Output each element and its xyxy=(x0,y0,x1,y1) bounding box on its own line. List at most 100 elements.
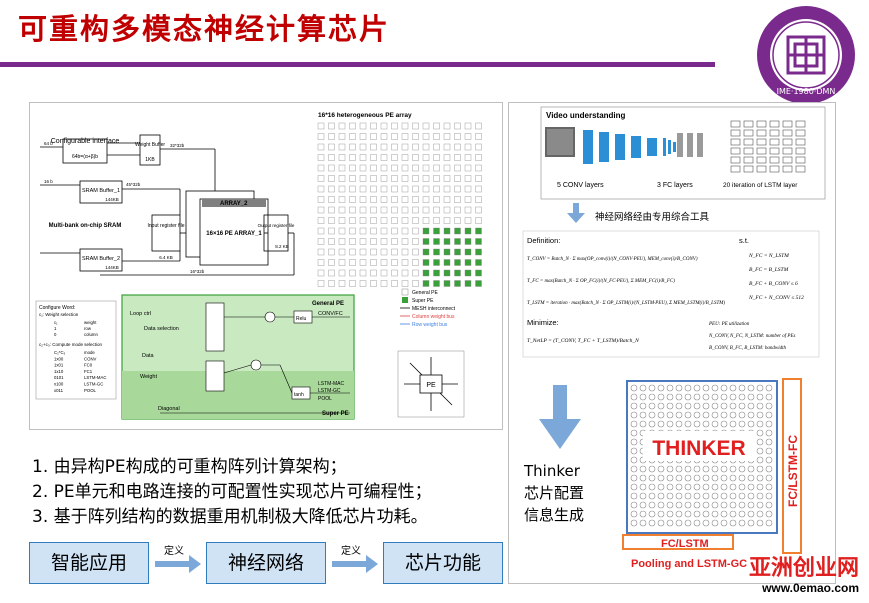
config-cell: LSTM-GC xyxy=(84,382,103,387)
thinker-pe xyxy=(729,501,737,509)
thinker-pe xyxy=(747,492,755,500)
general-pe-cell xyxy=(317,164,325,172)
thinker-pe xyxy=(684,420,692,428)
lstm-layer-graphic xyxy=(730,120,806,173)
general-pe-cell xyxy=(412,175,419,182)
config-cell: 1x10 xyxy=(54,369,64,374)
lstm-cell xyxy=(795,156,806,164)
lstm-cell xyxy=(743,138,754,146)
flow-box-chip-function: 芯片功能 xyxy=(383,542,503,584)
general-pe-cell xyxy=(349,248,356,256)
general-pe-cell xyxy=(370,217,377,224)
thinker-pe xyxy=(702,384,710,392)
super-pe-cell xyxy=(454,259,461,266)
general-pe-cell xyxy=(317,269,325,277)
super-pe-cell xyxy=(433,280,440,287)
general-pe-cell xyxy=(359,164,367,172)
eq-conv: T_CONV = Batch_N · Σ max(OP_conv(i)/(N_C… xyxy=(527,257,698,262)
lstm-cell xyxy=(795,165,806,173)
thinker-pe xyxy=(729,474,737,482)
general-pe-cell xyxy=(475,196,482,203)
thinker-pe xyxy=(630,501,638,509)
general-pe-cell xyxy=(380,248,388,256)
general-pe-cell xyxy=(328,206,335,214)
thinker-pe xyxy=(765,465,773,473)
general-pe-cell xyxy=(380,196,388,203)
general-pe-cell xyxy=(391,143,398,151)
general-pe-cell xyxy=(328,280,335,287)
general-pe-cell xyxy=(359,133,367,140)
thinker-pe xyxy=(648,492,656,500)
config-cell: 1 xyxy=(54,326,57,331)
multibank-label: Multi-bank on-chip SRAM xyxy=(49,223,122,229)
thinker-pe xyxy=(648,402,656,410)
general-pe-cell xyxy=(328,122,335,130)
thinker-pe xyxy=(684,483,692,491)
thinker-pe xyxy=(729,384,737,392)
pe-tanh: tanh xyxy=(294,392,304,398)
config-interface-sub: 64b=(α+β)b xyxy=(72,154,98,160)
thinker-pe xyxy=(648,519,656,527)
config-cell: weight xyxy=(84,320,97,325)
thinker-pe xyxy=(738,501,746,509)
general-pe-cell xyxy=(380,238,388,245)
general-pe-cell xyxy=(380,217,388,224)
general-pe-cell xyxy=(401,122,409,130)
general-pe-cell xyxy=(317,133,325,140)
thinker-pe xyxy=(729,402,737,410)
thinker-pe xyxy=(630,465,638,473)
thinker-pe xyxy=(675,519,683,527)
thinker-pe xyxy=(693,420,701,428)
eq-lstm: T_LSTM = iteration · max(Batch_N · Σ OP_… xyxy=(527,301,725,306)
general-pe-cell xyxy=(349,280,356,287)
thinker-pe xyxy=(720,384,728,392)
thinker-pe xyxy=(630,447,638,455)
thinker-pe xyxy=(729,519,737,527)
legend-row-bus: Row weight bus xyxy=(412,322,448,328)
general-pe-cell xyxy=(401,175,409,182)
thinker-pe xyxy=(747,501,755,509)
thinker-pe xyxy=(630,438,638,446)
thinker-pe xyxy=(765,429,773,437)
thinker-pe xyxy=(657,420,665,428)
thinker-pe xyxy=(693,474,701,482)
thinker-pe xyxy=(693,384,701,392)
general-pe-cell xyxy=(359,259,367,266)
pe-lstm-mac: LSTM-MAC xyxy=(318,381,345,387)
fc-layers-label: 3 FC layers xyxy=(657,182,693,189)
general-pe-cell xyxy=(412,269,419,277)
thinker-pe xyxy=(738,402,746,410)
general-pe-cell xyxy=(422,175,430,182)
general-pe-cell xyxy=(359,280,367,287)
sram1-label: SRAM Buffer_1 xyxy=(82,188,120,194)
conv-layer-block xyxy=(647,138,657,156)
thinker-pe xyxy=(684,384,692,392)
lstm-cell xyxy=(730,156,741,164)
general-pe-cell xyxy=(380,259,388,266)
thinker-pe xyxy=(756,438,764,446)
thinker-side-line: 信息生成 xyxy=(524,506,585,524)
thinker-pe xyxy=(756,519,764,527)
general-pe-cell xyxy=(338,175,346,182)
thinker-pe xyxy=(747,384,755,392)
architecture-panel: Configurable interface 64b=(α+β)b Weight… xyxy=(29,102,503,430)
thinker-pe xyxy=(639,474,647,482)
general-pe-cell xyxy=(443,154,451,161)
thinker-pe xyxy=(720,465,728,473)
lstm-cell xyxy=(756,120,767,128)
general-pe-cell xyxy=(328,154,335,161)
thinker-pe xyxy=(765,474,773,482)
general-pe-cell xyxy=(328,164,335,172)
general-pe-cell xyxy=(433,164,440,172)
thinker-pe xyxy=(657,501,665,509)
general-pe-cell xyxy=(317,206,325,214)
super-pe-cell xyxy=(475,227,482,235)
pe-array-title: 16*16 heterogeneous PE array xyxy=(318,112,412,119)
thinker-pe xyxy=(756,402,764,410)
general-pe-cell xyxy=(454,196,461,203)
general-pe-cell xyxy=(349,122,356,130)
super-pe-cell xyxy=(475,280,482,287)
general-pe-cell xyxy=(401,227,409,235)
general-pe-cell xyxy=(454,185,461,193)
general-pe-cell xyxy=(317,143,325,151)
